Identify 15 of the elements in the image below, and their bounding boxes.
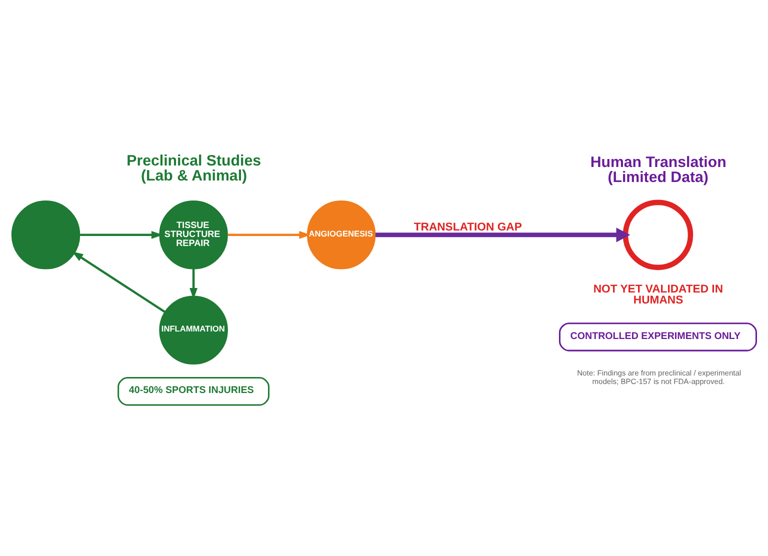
arrow [72, 251, 166, 313]
node-circle: ANGIOGENESIS [306, 200, 376, 270]
node-circle [11, 200, 80, 270]
node-circle: INFLAMMATION [159, 296, 228, 365]
arrow [375, 228, 630, 242]
label: Human Translation (Limited Data) [590, 154, 726, 186]
arrow [228, 230, 311, 239]
label: Note: Findings are from preclinical / experimental models; BPC-157 is not FDA-approved. [577, 368, 742, 386]
label: Preclinical Studies (Lab & Animal) [126, 152, 262, 184]
node-circle: TISSUE STRUCTURE REPAIR [159, 200, 228, 270]
node-box: 40-50% SPORTS INJURIES [118, 377, 270, 406]
node-label: NOT YET VALIDATED IN HUMANS [593, 283, 724, 307]
node-box: CONTROLLED EXPERIMENTS ONLY [558, 322, 757, 352]
node-circle [622, 200, 694, 270]
edge-label: TRANSLATION GAP [414, 221, 522, 234]
